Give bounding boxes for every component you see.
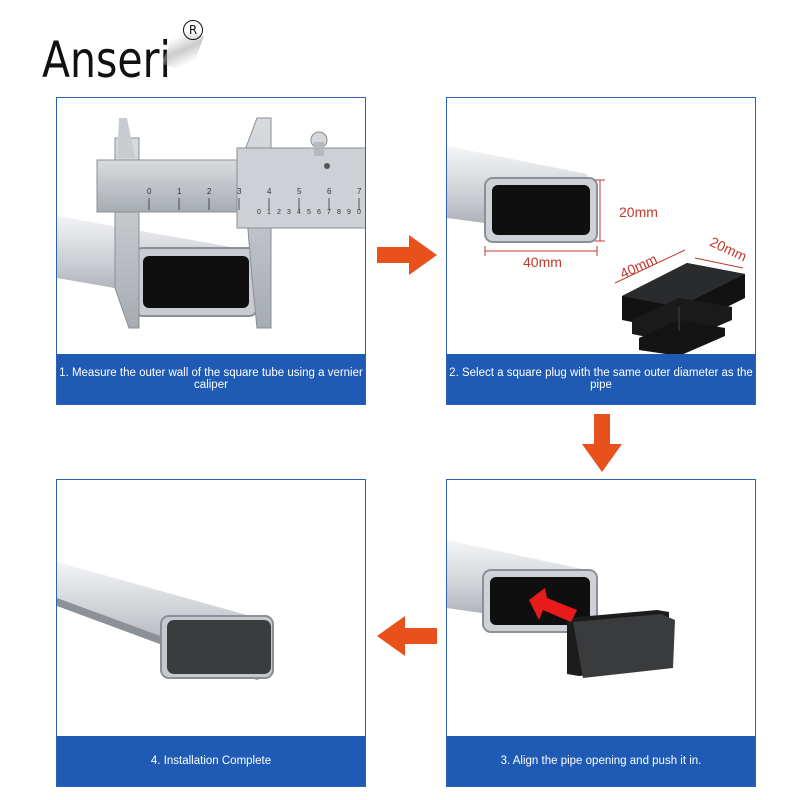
step-4-panel: 4. Installation Complete — [56, 479, 366, 787]
registered-mark: R — [183, 20, 203, 40]
plug-selection-illustration — [447, 146, 745, 356]
caliper-vernier-tick-label: 0 — [257, 209, 261, 216]
step-4-caption: 4. Installation Complete — [57, 736, 365, 786]
installed-tube-illustration — [57, 562, 274, 680]
tube-height-label: 20mm — [619, 204, 658, 220]
caliper-vernier-tick-label: 8 — [337, 209, 341, 216]
arrow-down-icon — [582, 414, 622, 472]
step-2-panel: 20mm 40mm 40mm 20mm 2. Select a square p… — [446, 97, 756, 405]
step-1-caption: 1. Measure the outer wall of the square … — [57, 354, 365, 404]
step-3-caption: 3. Align the pipe opening and push it in… — [447, 736, 755, 786]
caliper-main-tick-label: 2 — [207, 187, 212, 196]
caliper-main-tick-label: 5 — [297, 187, 302, 196]
caliper-main-tick-label: 3 — [237, 187, 242, 196]
caliper-vernier-tick-label: 2 — [277, 209, 281, 216]
caliper-main-tick-label: 1 — [177, 187, 182, 196]
caliper-main-tick-label: 4 — [267, 187, 272, 196]
arrow-left-icon — [377, 616, 437, 656]
step-2-caption: 2. Select a square plug with the same ou… — [447, 354, 755, 404]
tube-width-label: 40mm — [523, 254, 562, 270]
caliper-vernier-tick-label: 3 — [287, 209, 291, 216]
caliper-vernier-tick-label: 1 — [267, 209, 271, 216]
caliper-vernier-tick-label: 9 — [347, 209, 351, 216]
caliper-vernier-tick-label: 6 — [317, 209, 321, 216]
step-3-panel: 3. Align the pipe opening and push it in… — [446, 479, 756, 787]
caliper-vernier-tick-label: 7 — [327, 209, 331, 216]
caliper-main-tick-label: 6 — [327, 187, 332, 196]
arrow-right-icon — [377, 235, 437, 275]
brand-name: Anseri — [42, 31, 171, 89]
caliper-main-tick-label: 0 — [147, 187, 152, 196]
caliper-vernier-tick-label: 0 — [357, 209, 361, 216]
align-push-illustration — [447, 540, 675, 678]
caliper-main-scale: 0 1 2 3 4 5 6 7 — [147, 187, 362, 210]
caliper-vernier-tick-label: 4 — [297, 209, 301, 216]
caliper-vernier-tick-label: 5 — [307, 209, 311, 216]
caliper-main-tick-label: 7 — [357, 187, 362, 196]
